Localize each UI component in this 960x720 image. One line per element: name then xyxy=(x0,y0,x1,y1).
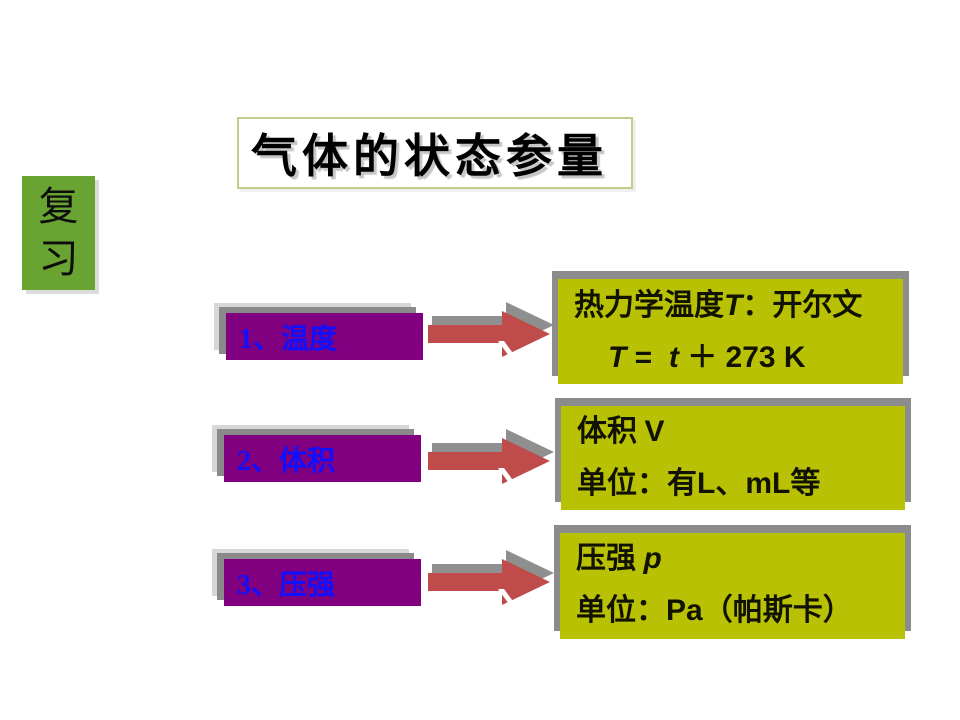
param-box-face: 2、体积 xyxy=(224,435,421,482)
right-arrow-icon xyxy=(428,429,554,490)
unit-mL: mL xyxy=(745,467,791,500)
page-title: 气体的状态参量 xyxy=(251,131,608,182)
variable-p: p xyxy=(643,542,662,575)
param-label-temperature: 1、温度 xyxy=(239,323,338,355)
detail-box-pressure: 压强 p 单位：Pa（帕斯卡） xyxy=(554,525,911,639)
review-label: 复习 xyxy=(38,184,79,281)
unit-L: L xyxy=(697,467,716,500)
formula-tail: ＋ 273 K xyxy=(678,341,806,374)
detail-text: 体积 xyxy=(577,415,645,448)
detail-line: 单位：有L、mL等 xyxy=(561,458,905,510)
param-box-volume: 2、体积 xyxy=(212,425,421,482)
detail-line: 热力学温度T：开尔文 xyxy=(558,279,903,332)
detail-text: 热力学温度 xyxy=(574,289,724,322)
variable-V: V xyxy=(644,415,665,448)
unit-Pa: Pa xyxy=(666,594,703,627)
detail-box-temperature: 热力学温度T：开尔文 T = t ＋ 273 K xyxy=(552,271,909,384)
detail-text: 、 xyxy=(715,467,746,500)
variable-T: T xyxy=(608,341,627,374)
param-label-pressure: 3、压强 xyxy=(237,569,336,601)
param-box-face: 3、压强 xyxy=(224,559,421,606)
right-arrow-icon xyxy=(428,302,554,363)
detail-line: 压强 p xyxy=(560,533,905,585)
param-box-pressure: 3、压强 xyxy=(212,549,421,606)
equals-sign: = xyxy=(626,341,669,374)
param-label-volume: 2、体积 xyxy=(237,445,336,477)
variable-T: T xyxy=(724,289,743,322)
detail-text: 单位： xyxy=(576,594,666,627)
variable-t: t xyxy=(668,341,679,374)
review-badge: 复习 xyxy=(22,176,95,290)
detail-box-volume: 体积 V 单位：有L、mL等 xyxy=(555,398,911,510)
detail-text: （帕斯卡） xyxy=(702,594,853,627)
detail-text: ：开尔文 xyxy=(742,289,863,322)
detail-text: 单位：有 xyxy=(577,467,697,500)
detail-text: 等 xyxy=(790,467,821,500)
detail-line: 单位：Pa（帕斯卡） xyxy=(560,585,905,637)
title-box: 气体的状态参量 xyxy=(237,117,633,189)
detail-formula: T = t ＋ 273 K xyxy=(558,332,903,384)
detail-line: 体积 V xyxy=(561,406,905,458)
right-arrow-icon xyxy=(428,550,554,611)
detail-text: 压强 xyxy=(576,542,644,575)
param-box-temperature: 1、温度 xyxy=(214,303,423,360)
param-box-face: 1、温度 xyxy=(226,313,423,360)
